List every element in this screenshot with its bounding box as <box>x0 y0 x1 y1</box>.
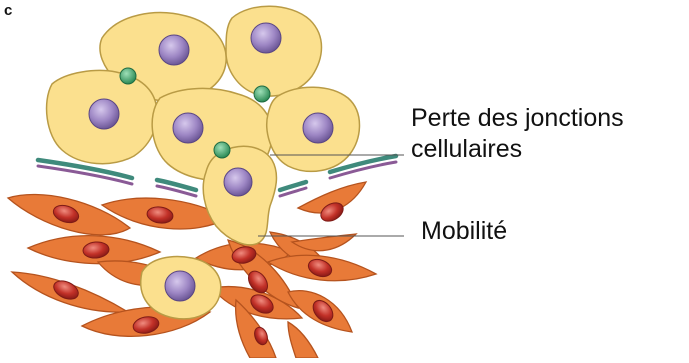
nucleus-purple <box>224 168 252 196</box>
nucleus-purple <box>173 113 203 143</box>
nucleus-purple <box>89 99 119 129</box>
label-junction-loss: Perte des jonctions cellulaires <box>411 103 624 165</box>
label-mobility: Mobilité <box>421 216 507 247</box>
nucleus-purple <box>303 113 333 143</box>
junction-marker <box>214 142 230 158</box>
nucleus-purple <box>165 271 195 301</box>
nucleus-purple <box>251 23 281 53</box>
mesenchymal-cell <box>288 322 318 358</box>
label-junction-loss-line1: Perte des jonctions <box>411 103 624 134</box>
nucleus-purple <box>159 35 189 65</box>
label-junction-loss-line2: cellulaires <box>411 134 624 165</box>
junction-marker <box>254 86 270 102</box>
panel-letter: c <box>4 2 12 19</box>
junction-marker <box>120 68 136 84</box>
